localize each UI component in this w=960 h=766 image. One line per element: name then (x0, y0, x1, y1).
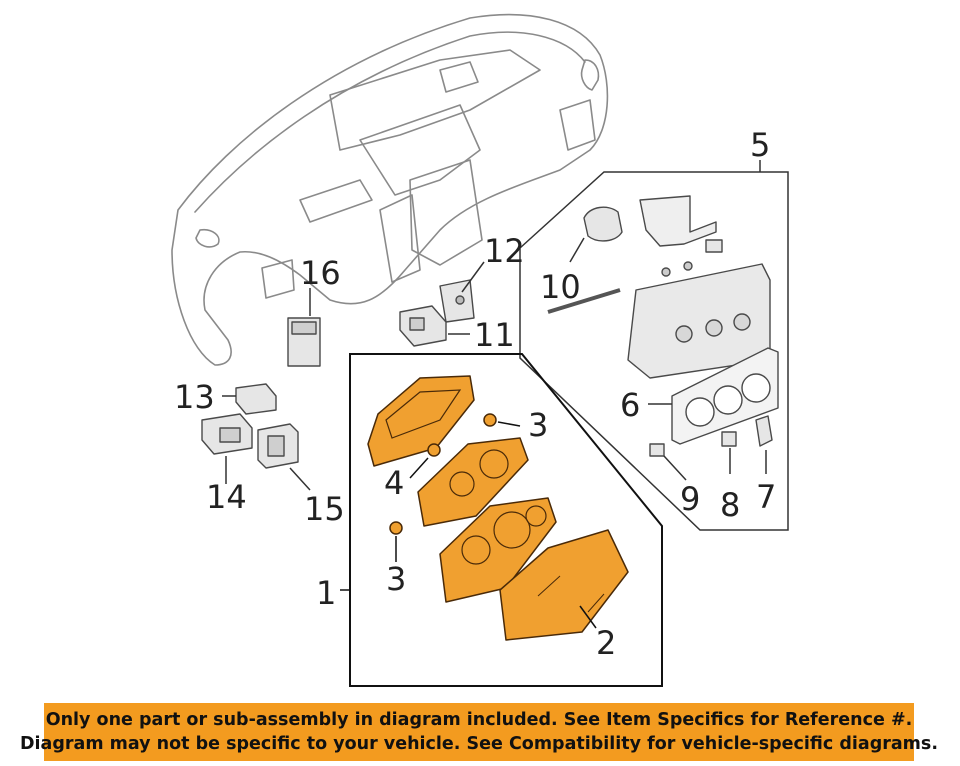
callout-5: 5 (750, 126, 770, 164)
callout-7: 7 (756, 478, 776, 516)
callout-6: 6 (620, 386, 640, 424)
instrument-cluster-box (340, 353, 663, 687)
part-16-switch (287, 288, 321, 367)
callout-4: 4 (384, 464, 404, 502)
climate-control-box (519, 160, 789, 531)
disclaimer-line-2: Diagram may not be specific to your vehi… (20, 734, 938, 754)
callout-9: 9 (680, 480, 700, 518)
callout-12: 12 (484, 232, 525, 270)
callout-2: 2 (596, 624, 616, 662)
callout-14: 14 (206, 478, 247, 516)
callout-15: 15 (304, 490, 345, 528)
callout-13: 13 (174, 378, 215, 416)
callout-1: 1 (316, 574, 336, 612)
disclaimer-banner: Only one part or sub-assembly in diagram… (20, 703, 938, 761)
dashboard-outline (171, 13, 609, 366)
callout-16: 16 (300, 254, 341, 292)
part-15-switch (257, 423, 311, 491)
part-11-switch (399, 305, 470, 347)
callout-11: 11 (474, 316, 515, 354)
callout-3-lower: 3 (386, 560, 406, 598)
parts-diagram: 1 2 3 3 4 5 6 7 8 9 10 11 12 13 14 15 16 (171, 13, 789, 687)
callout-10: 10 (540, 268, 581, 306)
part-13-switch (222, 383, 277, 415)
part-14-switch (201, 413, 253, 484)
disclaimer-line-1: Only one part or sub-assembly in diagram… (45, 710, 913, 730)
part-12-bracket (439, 261, 485, 323)
callout-8: 8 (720, 486, 740, 524)
callout-3-upper: 3 (528, 406, 548, 444)
